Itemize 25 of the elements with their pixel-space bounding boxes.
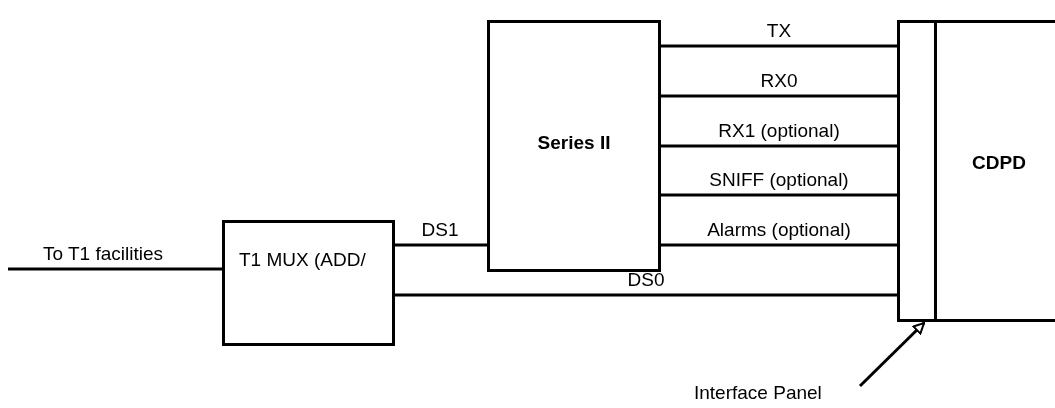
- connector-line: [661, 193, 897, 197]
- connector-line: [395, 243, 487, 247]
- connector-line: [395, 293, 897, 297]
- edge-label: To T1 facilities: [43, 243, 163, 266]
- connector-line: [661, 44, 897, 48]
- cdpd-box: [934, 20, 1055, 322]
- connector-line: [661, 94, 897, 98]
- edge-label: SNIFF (optional): [709, 169, 849, 192]
- edge-label: DS1: [421, 219, 459, 242]
- callout-text: Interface Panel: [694, 381, 822, 405]
- mux-box: [222, 220, 395, 346]
- unit-box: [487, 20, 661, 272]
- edge-label: TX: [766, 20, 792, 43]
- connector-line: [661, 243, 897, 247]
- node-label: Series II: [537, 130, 611, 155]
- interface-panel-box: [897, 20, 937, 322]
- node-label: T1 MUX (ADD/: [239, 248, 367, 272]
- connector-line: [8, 267, 222, 271]
- connector-line: [661, 144, 897, 148]
- edge-label: RX0: [760, 70, 798, 93]
- edge-label: DS0: [627, 269, 665, 292]
- edge-label: Alarms (optional): [707, 219, 851, 242]
- edge-label: RX1 (optional): [718, 120, 840, 143]
- leader-arrow: [858, 321, 926, 388]
- node-label: CDPD: [972, 150, 1026, 175]
